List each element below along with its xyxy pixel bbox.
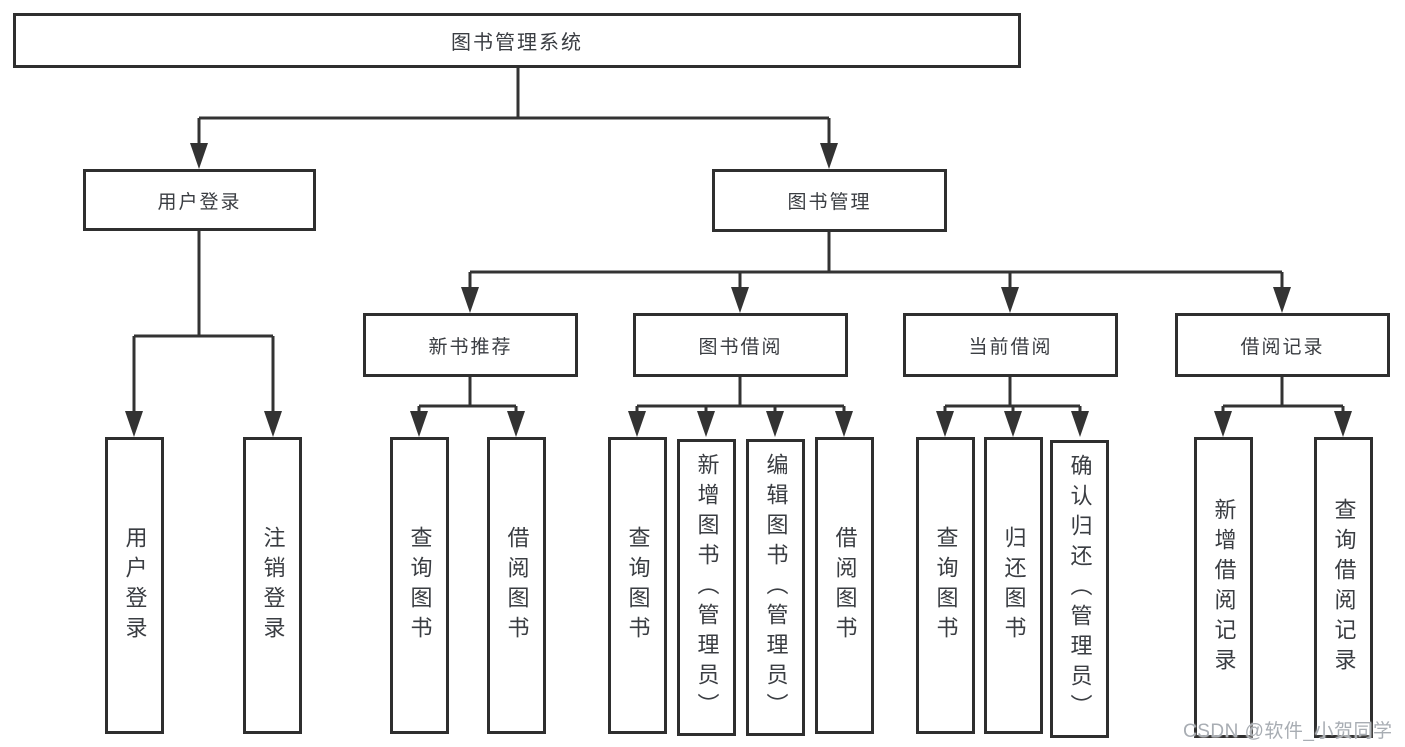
- node-book-management: 图书管理: [712, 169, 947, 232]
- leaf-label: 借阅图书: [504, 525, 530, 646]
- leaf-borrow-books-recommend: 借阅图书: [487, 437, 546, 734]
- leaf-label: 查询图书: [625, 525, 651, 646]
- watermark: CSDN @软件_小贺同学: [1183, 721, 1393, 742]
- leaf-label: 归还图书: [1001, 525, 1027, 646]
- node-label: 图书管理: [787, 192, 872, 213]
- leaf-query-borrow-record: 查询借阅记录: [1314, 437, 1373, 738]
- leaf-query-books-borrowing: 查询图书: [608, 437, 667, 734]
- leaf-add-book-admin: 新增图书（管理员）: [677, 439, 736, 736]
- leaf-label: 借阅图书: [832, 525, 858, 646]
- leaf-label: 注销登录: [260, 525, 286, 646]
- leaf-user-login: 用户登录: [105, 437, 164, 734]
- leaf-logout: 注销登录: [243, 437, 302, 734]
- node-label: 图书管理系统: [451, 32, 583, 54]
- leaf-edit-book-admin: 编辑图书（管理员）: [746, 439, 805, 736]
- leaf-return-book: 归还图书: [984, 437, 1043, 734]
- leaf-label: 查询图书: [933, 525, 959, 646]
- node-label: 新书推荐: [428, 336, 513, 358]
- leaf-query-books-recommend: 查询图书: [390, 437, 449, 734]
- leaf-add-borrow-record: 新增借阅记录: [1194, 437, 1253, 738]
- node-book-borrowing: 图书借阅: [633, 313, 848, 377]
- leaf-label: 确认归还（管理员）: [1067, 454, 1093, 724]
- node-current-borrowing: 当前借阅: [903, 313, 1118, 377]
- leaf-label: 新增图书（管理员）: [694, 452, 720, 723]
- leaf-query-books-current: 查询图书: [916, 437, 975, 734]
- leaf-label: 用户登录: [122, 525, 148, 646]
- node-label: 图书借阅: [698, 336, 783, 358]
- leaf-label: 查询借阅记录: [1331, 497, 1357, 678]
- leaf-label: 查询图书: [407, 525, 433, 646]
- leaf-borrow-books-borrowing: 借阅图书: [815, 437, 874, 734]
- node-borrowing-records: 借阅记录: [1175, 313, 1390, 377]
- leaf-label: 新增借阅记录: [1211, 497, 1237, 678]
- node-library-system: 图书管理系统: [13, 13, 1021, 68]
- node-label: 借阅记录: [1240, 336, 1325, 358]
- node-label: 用户登录: [157, 191, 242, 213]
- node-user-login: 用户登录: [83, 169, 316, 231]
- leaf-confirm-return-admin: 确认归还（管理员）: [1050, 440, 1109, 738]
- leaf-label: 编辑图书（管理员）: [763, 452, 789, 723]
- node-new-book-recommend: 新书推荐: [363, 313, 578, 377]
- node-label: 当前借阅: [968, 336, 1053, 358]
